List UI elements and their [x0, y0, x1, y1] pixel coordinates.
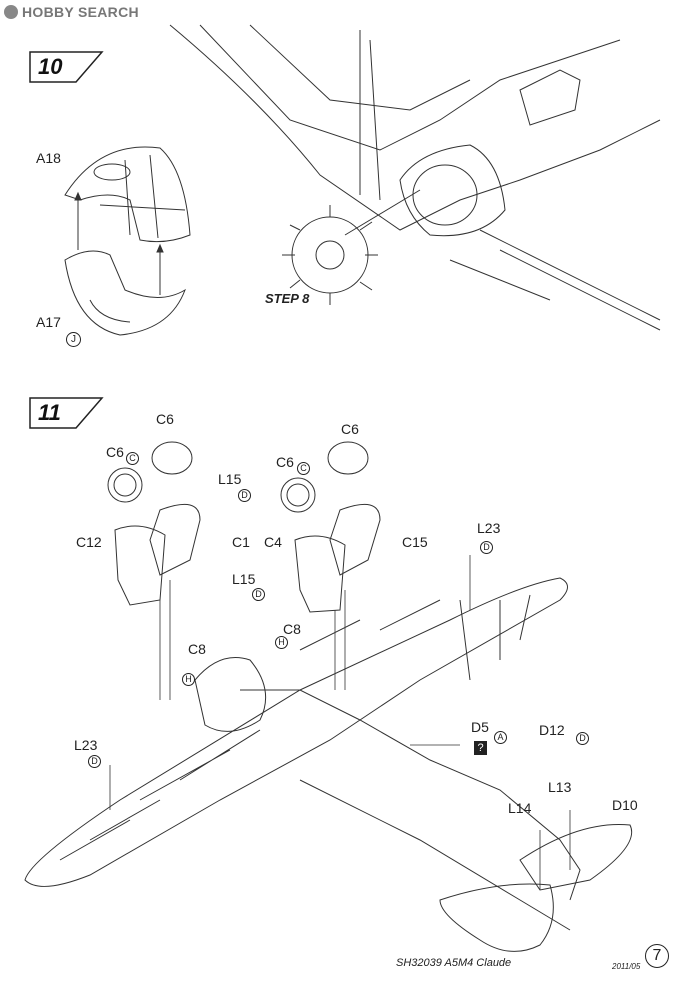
label-l15-upper: L15 — [218, 471, 242, 487]
marker-d-l15-lower: D — [252, 588, 265, 601]
marker-question: ? — [474, 741, 487, 755]
label-c4: C4 — [264, 534, 282, 550]
label-d12: D12 — [539, 722, 565, 738]
marker-d-l23-left: D — [88, 755, 101, 768]
step-10-badge-frame — [29, 51, 104, 83]
label-c6-top-right: C6 — [341, 421, 359, 437]
step-10-badge: 10 — [38, 54, 63, 79]
cowling-a18 — [64, 146, 191, 243]
hobby-search-watermark: HOBBY SEARCH — [4, 4, 139, 20]
marker-c-right: C — [297, 462, 310, 475]
label-c8-upper: C8 — [283, 621, 301, 637]
label-c1: C1 — [232, 534, 250, 550]
glue-marker-j: J — [66, 332, 81, 347]
c6-right-parts — [280, 441, 369, 513]
label-a17: A17 — [36, 314, 61, 330]
marker-d-d12: D — [576, 732, 589, 745]
label-l14: L14 — [508, 800, 532, 816]
c6-left-parts — [107, 441, 193, 503]
page-number: 7 — [645, 944, 669, 968]
engine-leader-line — [344, 189, 421, 236]
label-c6-left: C6 — [106, 444, 124, 460]
label-c6-top-left: C6 — [156, 411, 174, 427]
label-step8: STEP 8 — [265, 291, 310, 306]
radial-engine — [282, 205, 378, 305]
marker-c-left: C — [126, 452, 139, 465]
label-c12: C12 — [76, 534, 102, 550]
label-c6-right: C6 — [276, 454, 294, 470]
cowl-flaps-right — [294, 503, 381, 613]
fuselage-wing-step10 — [169, 24, 661, 331]
label-c15: C15 — [402, 534, 428, 550]
hobby-search-logo-icon — [4, 5, 18, 19]
marker-h-c8-upper: H — [275, 636, 288, 649]
watermark-text: HOBBY SEARCH — [22, 4, 139, 20]
label-d5: D5 — [471, 719, 489, 735]
step-11-badge-frame — [29, 397, 104, 429]
label-a18: A18 — [36, 150, 61, 166]
marker-d-l15-upper: D — [238, 489, 251, 502]
label-d10: D10 — [612, 797, 638, 813]
aircraft-main — [24, 577, 632, 952]
label-l23-left: L23 — [74, 737, 98, 753]
step-11-badge: 11 — [38, 400, 61, 425]
cowling-a17 — [64, 250, 186, 336]
label-c8-left: C8 — [188, 641, 206, 657]
label-l13: L13 — [548, 779, 572, 795]
label-l23-right: L23 — [477, 520, 501, 536]
marker-h-c8-left: H — [182, 673, 195, 686]
marker-a-d5: A — [494, 731, 507, 744]
footer-model: SH32039 A5M4 Claude — [396, 957, 512, 969]
step11-leader-lines — [109, 555, 571, 890]
footer-date: 2011/05 — [612, 962, 641, 971]
label-l15-lower: L15 — [232, 571, 256, 587]
cowl-flaps-left — [114, 503, 201, 606]
marker-d-l23-right: D — [480, 541, 493, 554]
